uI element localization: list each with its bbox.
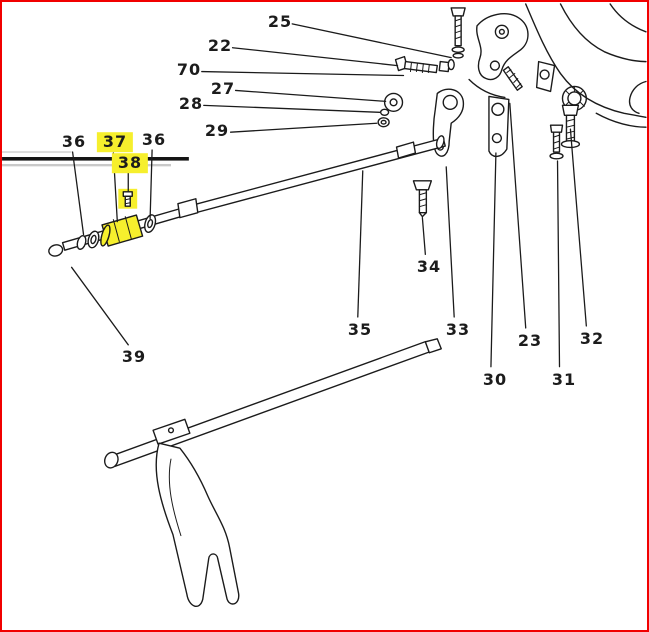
callout-36-right: 36 [141,130,167,150]
callout-39: 39 [121,347,147,367]
callout-35: 35 [347,320,373,340]
callout-25: 25 [267,12,293,32]
callout-37-highlighted: 37 [96,132,134,152]
callout-38-highlighted: 38 [111,153,149,173]
callout-70: 70 [176,60,202,80]
callout-30: 30 [482,370,508,390]
gearbox-casing [468,3,647,128]
bolt-34 [412,180,433,218]
shift-rod [104,338,442,469]
case-bolts [549,104,581,160]
callout-36-left: 36 [61,132,87,152]
callout-32: 32 [579,329,605,349]
callout-27: 27 [210,79,236,99]
highlighted-bushing-assembly [76,188,157,250]
upper-fasteners [377,7,556,128]
callout-33: 33 [445,320,471,340]
leader-lines [70,23,587,368]
scan-artifact-line [2,151,189,167]
callout-28: 28 [178,94,204,114]
callout-29: 29 [204,121,230,141]
callout-31: 31 [551,370,577,390]
callout-22: 22 [207,36,233,56]
callout-34: 34 [416,257,442,277]
callout-23: 23 [517,331,543,351]
shift-fork [152,418,240,607]
